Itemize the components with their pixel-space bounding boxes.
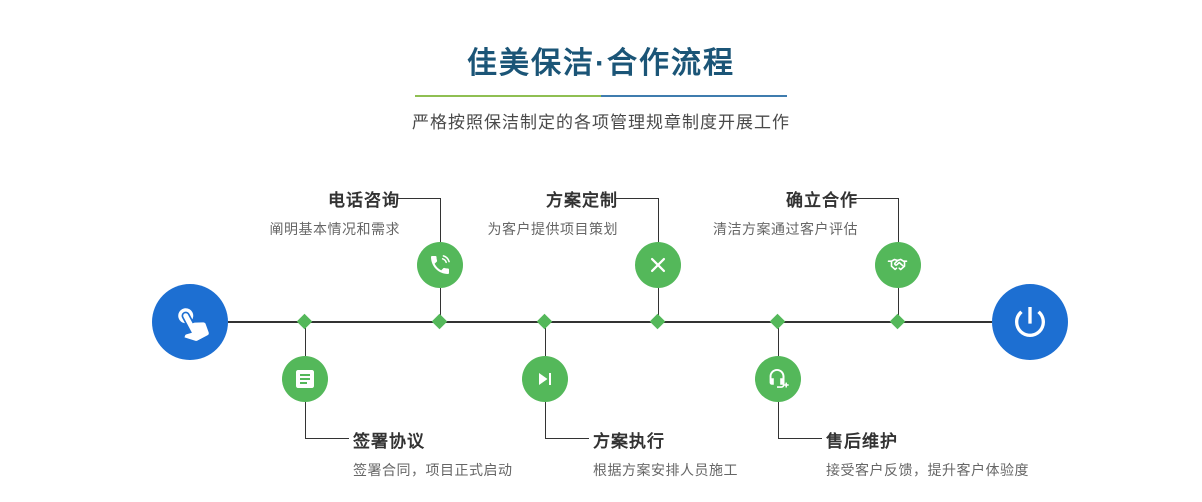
connector-line bbox=[778, 402, 779, 438]
connector-line bbox=[658, 288, 659, 317]
step-label: 签署协议 bbox=[353, 432, 425, 451]
timeline-node-diamond bbox=[296, 313, 313, 330]
connector-line bbox=[545, 402, 546, 438]
step-label: 电话咨询 bbox=[328, 191, 400, 210]
step-description: 阐明基本情况和需求 bbox=[269, 221, 400, 237]
connector-line bbox=[440, 288, 441, 317]
headset-support-icon bbox=[769, 369, 789, 388]
timeline-node-diamond bbox=[649, 313, 666, 330]
connector-line bbox=[616, 198, 658, 199]
step-description: 清洁方案通过客户评估 bbox=[713, 221, 858, 237]
timeline-line bbox=[228, 321, 992, 323]
page-title: 佳美保洁·合作流程 bbox=[467, 47, 735, 80]
connector-line bbox=[856, 198, 898, 199]
step-text: 确立合作 清洁方案通过客户评估 bbox=[558, 186, 858, 239]
connector-line bbox=[305, 328, 306, 356]
design-tools-icon bbox=[650, 257, 666, 273]
connector-line bbox=[545, 328, 546, 356]
connector-line bbox=[545, 438, 589, 439]
play-next-icon bbox=[539, 373, 551, 385]
step-text: 方案定制 为客户提供项目策划 bbox=[318, 186, 618, 239]
timeline-end-node bbox=[992, 284, 1068, 360]
phone-icon bbox=[431, 255, 450, 274]
connector-line bbox=[778, 438, 822, 439]
connector-line bbox=[398, 198, 440, 199]
timeline-start-node bbox=[152, 284, 228, 360]
step-label: 方案定制 bbox=[546, 191, 618, 210]
step-icon-circle bbox=[417, 242, 463, 288]
step-description: 为客户提供项目策划 bbox=[487, 221, 618, 237]
step-text: 签署协议 签署合同，项目正式启动 bbox=[353, 427, 673, 480]
step-text: 电话咨询 阐明基本情况和需求 bbox=[100, 186, 400, 239]
connector-line bbox=[898, 288, 899, 317]
step-text: 方案执行 根据方案安排人员施工 bbox=[593, 427, 913, 480]
step-icon-circle bbox=[755, 356, 801, 402]
step-label: 售后维护 bbox=[826, 432, 898, 451]
step-description: 根据方案安排人员施工 bbox=[593, 462, 738, 478]
timeline-node-diamond bbox=[536, 313, 553, 330]
step-description: 接受客户反馈，提升客户体验度 bbox=[826, 462, 1029, 478]
sign-document-icon bbox=[296, 370, 314, 388]
step-icon-circle bbox=[282, 356, 328, 402]
connector-line bbox=[305, 438, 349, 439]
step-icon-circle bbox=[875, 242, 921, 288]
timeline-node-diamond bbox=[769, 313, 786, 330]
step-label: 确立合作 bbox=[786, 191, 858, 210]
connector-line bbox=[778, 328, 779, 356]
title-divider bbox=[415, 95, 787, 97]
step-text: 售后维护 接受客户反馈，提升客户体验度 bbox=[826, 427, 1156, 480]
divider-green-segment bbox=[415, 95, 601, 97]
pointing-hand-icon bbox=[178, 308, 209, 341]
step-label: 方案执行 bbox=[593, 432, 665, 451]
connector-line bbox=[440, 198, 441, 242]
power-icon bbox=[1015, 307, 1045, 337]
step-icon-circle bbox=[635, 242, 681, 288]
handshake-icon bbox=[887, 258, 908, 271]
connector-line bbox=[658, 198, 659, 242]
connector-line bbox=[898, 198, 899, 242]
section-subtitle: 严格按照保洁制定的各项管理规章制度开展工作 bbox=[412, 113, 790, 132]
connector-line bbox=[305, 402, 306, 438]
timeline-node-diamond bbox=[889, 313, 906, 330]
timeline-node-diamond bbox=[431, 313, 448, 330]
divider-blue-segment bbox=[601, 95, 787, 97]
step-description: 签署合同，项目正式启动 bbox=[353, 462, 513, 478]
step-icon-circle bbox=[522, 356, 568, 402]
